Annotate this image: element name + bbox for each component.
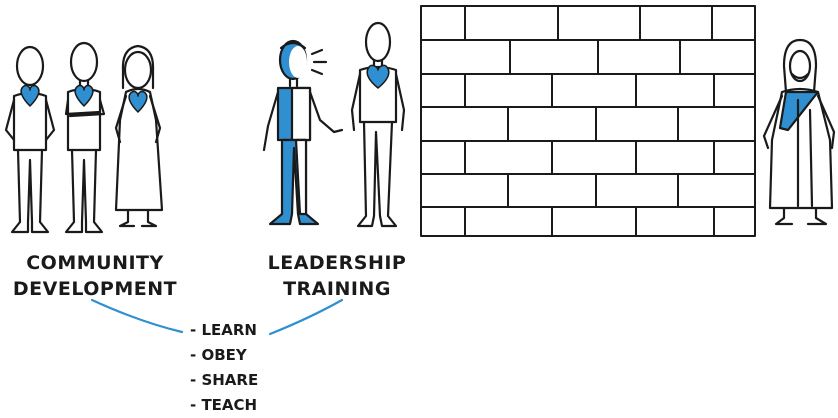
heart-icon (74, 84, 94, 107)
heart-icon (366, 64, 390, 89)
connector-community (90, 298, 184, 334)
speaking-person (262, 39, 344, 226)
heart-icon (20, 84, 40, 107)
connector-lines (90, 298, 344, 336)
leadership-training-label: LEADERSHIP TRAINING (262, 250, 412, 302)
leadership-label-line-1: LEADERSHIP (267, 252, 407, 274)
community-label-line-1: COMMUNITY (26, 252, 164, 274)
step-teach: - TEACH (190, 396, 258, 414)
step-share: - SHARE (190, 371, 259, 389)
community-development-label: COMMUNITY DEVELOPMENT (10, 250, 180, 302)
step-learn: - LEARN (190, 321, 257, 339)
speech-lines-icon (310, 48, 328, 76)
robed-figure (762, 38, 836, 226)
community-person-3 (114, 44, 164, 228)
connector-leadership (268, 298, 344, 336)
listening-person (350, 21, 406, 228)
community-label-line-2: DEVELOPMENT (12, 278, 178, 300)
steps-list: - LEARN - OBEY - SHARE - TEACH (190, 318, 258, 418)
community-person-1 (4, 45, 56, 234)
leadership-label-line-2: TRAINING (283, 278, 391, 300)
community-person-2 (64, 41, 106, 234)
step-obey: - OBEY (190, 346, 247, 364)
brick-wall (420, 5, 756, 237)
heart-icon (128, 90, 148, 113)
